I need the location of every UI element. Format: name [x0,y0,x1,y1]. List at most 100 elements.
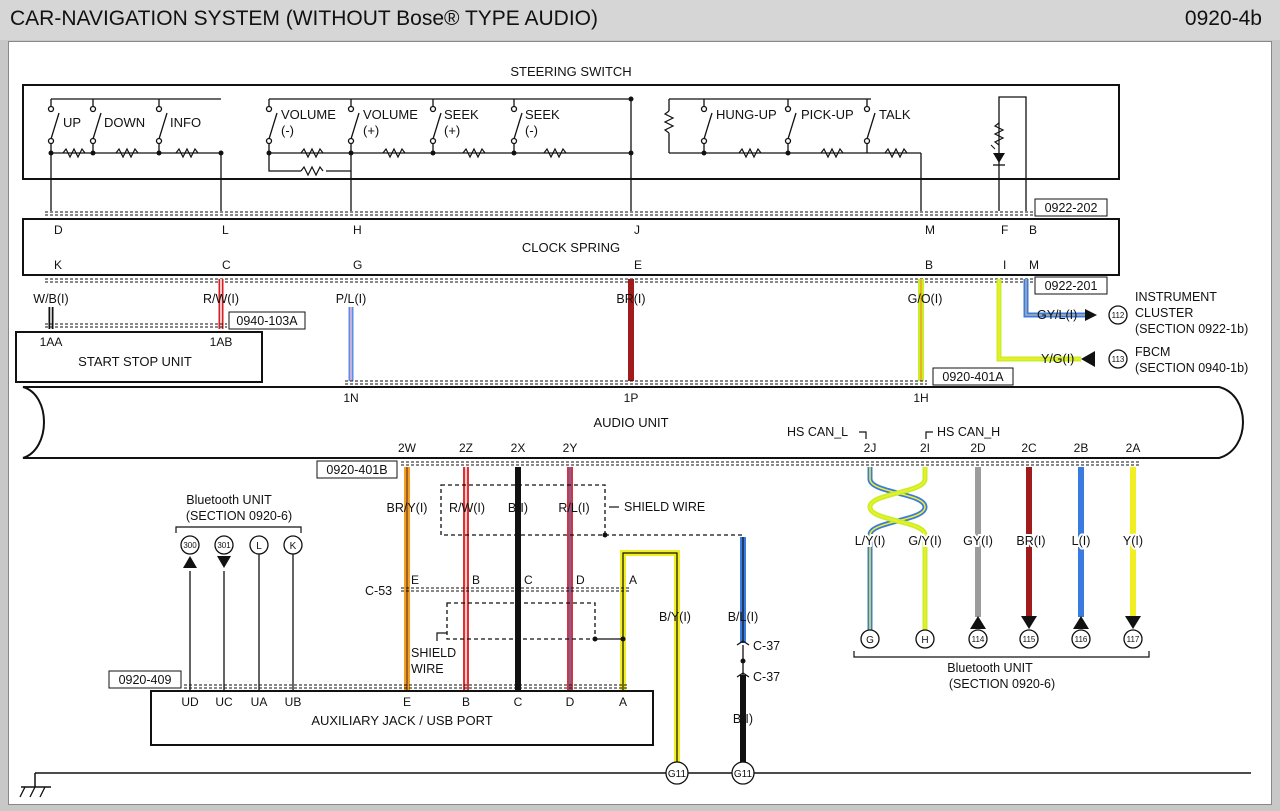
ref-circle: K [290,541,297,552]
pin-label: UC [215,695,233,709]
switch-info-label: INFO [170,115,201,130]
wire-label: WIRE [411,662,444,676]
switch-volume-down-label: VOLUME [281,107,336,122]
instrument-cluster-section: (SECTION 0922-1b) [1135,322,1248,336]
pin-label: 2Z [459,441,473,455]
pin-label: E [403,695,411,709]
hs-can-h-label: HS CAN_H [937,425,1000,439]
ref-circle: L [256,541,262,552]
ref-circle: 115 [1023,635,1036,644]
ref-0920-409: 0920-409 [119,673,172,687]
clock-spring-harness [48,279,1085,381]
c-37-label: C-37 [753,639,780,653]
pin-label: L [222,223,229,237]
pin-label: D [54,223,63,237]
pin-label: 2A [1126,441,1141,455]
wire-label: BR(I) [1016,534,1045,548]
pin-label: 2I [920,441,930,455]
ref-circle: 301 [217,541,231,550]
ref-0940-103A: 0940-103A [236,314,298,328]
bluetooth-unit-label: Bluetooth UNIT [947,661,1033,675]
switch-volume-up-sign: (+) [363,123,379,138]
pin-label: B [1029,223,1037,237]
wire-label: L/Y(I) [855,534,886,548]
instrument-cluster-label: CLUSTER [1135,306,1193,320]
wire-label: BR/Y(I) [387,501,428,515]
c-37-label: C-37 [753,670,780,684]
pin-label: 2J [864,441,877,455]
bluetooth-unit-label: Bluetooth UNIT [186,493,272,507]
ref-0922-202: 0922-202 [1045,201,1098,215]
ref-circle: H [921,635,928,646]
shield-wire-label: SHIELD WIRE [624,500,705,514]
ref-0920-401B: 0920-401B [326,463,387,477]
switch-pick-up-label: PICK-UP [801,107,854,122]
wire-label: GY/L(I) [1037,308,1077,322]
ground-g11-label: G11 [668,769,687,780]
pin-label: C [222,258,231,272]
pin-label: A [629,573,637,587]
wire-label: B/Y(I) [659,610,691,624]
connector-0920-401A: 0920-401A [345,367,1014,386]
pin-label: 1AA [40,335,63,349]
pin-label: 1N [343,391,358,405]
auxiliary-jack-usb-port: 0920-409 UD UC UA UB E B C D A AUXILIARY… [108,670,654,746]
instrument-cluster-ref: 112 INSTRUMENT CLUSTER (SECTION 0922-1b) [1085,290,1248,336]
pin-label: B [462,695,470,709]
switch-up-label: UP [63,115,81,130]
audio-unit-label: AUDIO UNIT [593,415,668,430]
pin-label: G [353,258,362,272]
pin-label: UD [181,695,199,709]
ref-circle: 114 [972,635,985,644]
switch-hung-up-label: HUNG-UP [716,107,777,122]
wire-label: R/L(I) [558,501,589,515]
pin-label: C [524,573,533,587]
wire-label: B(I) [508,501,528,515]
connector-c-37: C-37 C-37 [736,639,780,684]
pin-label: E [634,258,642,272]
fbcm-label: FBCM [1135,345,1170,359]
switch-down-label: DOWN [104,115,145,130]
switch-volume-down-sign: (-) [281,123,294,138]
wire-label: B(I) [733,712,753,726]
connector-0922-202: 0922-202 [45,198,1108,217]
wire-label: P/L(I) [336,292,367,306]
wire-label: BR(I) [616,292,645,306]
switch-seek-down-sign: (-) [525,123,538,138]
pin-label: M [1029,258,1039,272]
aux-harness [404,467,746,771]
pin-label: C [514,695,523,709]
connector-c-53: C-53 E B C D A [365,573,637,598]
shield-label: SHIELD [411,646,456,660]
instrument-cluster-label: INSTRUMENT [1135,290,1217,304]
pin-label: A [619,695,627,709]
pin-label: H [353,223,362,237]
fbcm-section: (SECTION 0940-1b) [1135,361,1248,375]
switch-seek-up-label: SEEK [444,107,479,122]
pin-label: B [925,258,933,272]
pin-label: D [576,573,585,587]
pin-label: 2Y [563,441,578,455]
wire-label: GY(I) [963,534,993,548]
pin-label: UA [251,695,268,709]
clock-spring: CLOCK SPRING D L H J M F B K C G E B I M [22,218,1120,276]
pin-label: D [566,695,575,709]
pin-label: I [1003,258,1006,272]
wire-label: Y(I) [1123,534,1143,548]
steering-switch-label: STEERING SWITCH [510,64,631,79]
wire-label: R/W(I) [449,501,485,515]
ref-circle: 117 [1127,635,1140,644]
switch-seek-up-sign: (+) [444,123,460,138]
title-bar: CAR-NAVIGATION SYSTEM (WITHOUT Bose® TYP… [0,0,1280,40]
wire-label: R/W(I) [203,292,239,306]
pin-label: K [54,258,62,272]
pin-label: B [472,573,480,587]
hs-can-l-label: HS CAN_L [787,425,848,439]
pin-label: 2B [1074,441,1089,455]
start-stop-unit: 0940-103A 1AA 1AB START STOP UNIT [15,311,306,383]
pin-label: F [1001,223,1008,237]
wire-label: G/Y(I) [908,534,941,548]
ref-circle: 113 [1112,355,1125,364]
connector-0922-201: 0922-201 [45,276,1108,295]
wire-label: B/L(I) [728,610,759,624]
